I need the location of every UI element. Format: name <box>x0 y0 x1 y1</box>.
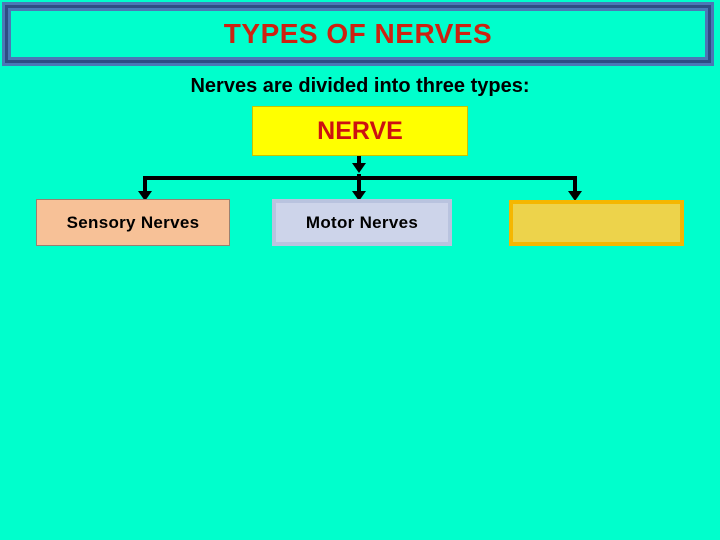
arrowhead-left-icon <box>138 191 152 201</box>
connector-stem-top <box>357 156 361 167</box>
title-frame-inner-border: TYPES OF NERVES <box>5 5 711 63</box>
diagram-node-root-label: NERVE <box>317 116 403 145</box>
diagram-node-sensory-nerves: Sensory Nerves <box>36 199 230 246</box>
diagram-node-sensory-nerves-label: Sensory Nerves <box>66 213 200 232</box>
arrowhead-center-icon <box>352 191 366 201</box>
page-title: TYPES OF NERVES <box>223 18 493 49</box>
connector-drop-right <box>573 176 577 198</box>
title-frame: TYPES OF NERVES <box>2 2 714 66</box>
diagram-node-third-empty <box>509 200 684 246</box>
arrowhead-stem-middle-icon <box>352 163 366 173</box>
diagram-node-root: NERVE <box>252 106 468 156</box>
diagram-node-motor-nerves-label: Motor Nerves <box>305 213 419 232</box>
diagram-node-motor-nerves: Motor Nerves <box>272 199 452 246</box>
connector-stem-middle <box>357 174 361 198</box>
subtitle-text: Nerves are divided into three types: <box>190 75 530 97</box>
connector-drop-left <box>143 176 147 198</box>
title-box: TYPES OF NERVES <box>11 11 705 57</box>
arrowhead-right-icon <box>568 191 582 201</box>
